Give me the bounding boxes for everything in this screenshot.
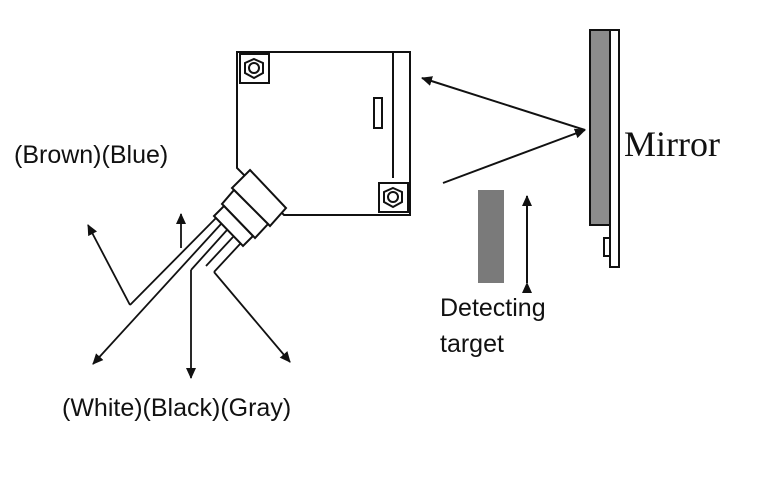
cable-gland	[212, 168, 288, 248]
top-wires-label: (Brown)(Blue)	[14, 141, 169, 169]
target-label-line2: target	[440, 330, 504, 358]
wires	[87, 213, 291, 379]
detecting-target	[478, 190, 504, 283]
nut-icon	[239, 53, 270, 84]
mirror-label: Mirror	[624, 124, 720, 164]
beam-arrows	[421, 76, 586, 184]
mirror	[589, 29, 620, 268]
bottom-wires-label: (White)(Black)(Gray)	[62, 394, 292, 422]
sensor-body	[236, 51, 411, 216]
nut-icon	[378, 182, 409, 213]
target-label-line1: Detecting	[440, 294, 546, 322]
